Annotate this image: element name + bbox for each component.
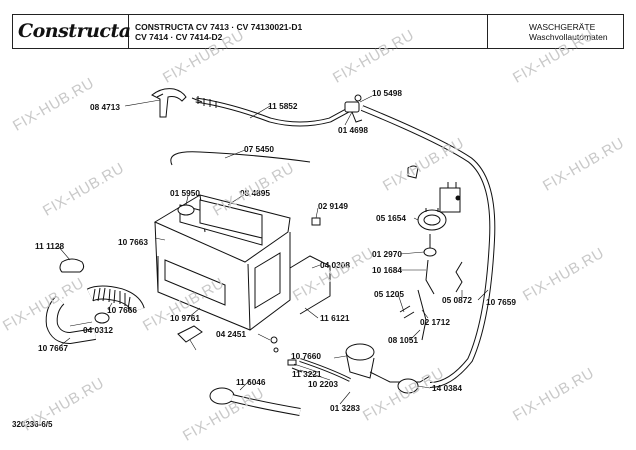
- hose-bracket: [151, 88, 187, 118]
- clip-screws: [399, 305, 415, 319]
- part-label-140384: 14 0384: [432, 383, 462, 393]
- model-line-2: CV 7414 · CV 7414-D2: [135, 32, 223, 42]
- part-label-102203: 10 2203: [308, 379, 338, 389]
- part-label-115852: 11 5852: [268, 101, 298, 111]
- vent-tube: [417, 289, 427, 341]
- part-label-105498: 10 5498: [372, 88, 402, 98]
- part-label-107659: 10 7659: [486, 297, 516, 307]
- part-label-013283: 01 3283: [330, 403, 360, 413]
- header-bottom-rule: [12, 48, 624, 49]
- part-label-015950: 01 5950: [170, 188, 200, 198]
- elbow-hose: [45, 295, 96, 345]
- clamp-ring: [94, 312, 110, 324]
- category: WASCHGERÄTE: [529, 22, 596, 32]
- part-label-109761: 10 9761: [170, 313, 200, 323]
- hose-clip: [407, 165, 419, 179]
- part-label-116121: 11 6121: [320, 313, 350, 323]
- part-label-042451: 04 2451: [216, 329, 246, 339]
- inlet-hose: [191, 96, 354, 127]
- part-label-021712: 02 1712: [420, 317, 450, 327]
- part-label-040308: 04 0308: [320, 260, 350, 270]
- header-top-rule: [12, 14, 624, 15]
- screw: [270, 336, 279, 353]
- part-label-075450: 07 5450: [244, 144, 274, 154]
- part-label-107660: 10 7660: [291, 351, 321, 361]
- drain-sump: [345, 343, 431, 394]
- part-label-012970: 01 2970: [372, 249, 402, 259]
- part-label-084713: 08 4713: [90, 102, 120, 112]
- small-clip: [311, 217, 321, 226]
- pressure-tube: [425, 259, 435, 295]
- part-label-101684: 10 1684: [372, 265, 402, 275]
- part-label-051654: 05 1654: [376, 213, 406, 223]
- subcategory: Waschvollautomaten: [529, 32, 608, 42]
- part-label-107666: 10 7666: [107, 305, 137, 315]
- switch-bracket: [439, 182, 461, 213]
- part-label-050872: 05 0872: [442, 295, 472, 305]
- grommet: [291, 367, 303, 373]
- pressure-switch: [417, 208, 447, 231]
- drawer-handle-fitting: [177, 325, 203, 343]
- header-divider-1: [128, 14, 129, 48]
- part-label-084895: 08 4895: [240, 188, 270, 198]
- hose-clamp: [59, 258, 85, 273]
- drawing-code: 320236-6/5: [12, 420, 53, 429]
- hose-clip-small: [287, 359, 297, 366]
- bellows-hose: [86, 285, 145, 313]
- seal-ring: [177, 204, 195, 216]
- part-label-029149: 02 9149: [318, 201, 348, 211]
- part-label-107663: 10 7663: [118, 237, 148, 247]
- drawer-lid: [199, 199, 263, 239]
- part-label-113221: 11 3221: [292, 369, 322, 379]
- header-divider-2: [487, 14, 488, 48]
- part-label-051205: 05 1205: [374, 289, 404, 299]
- washer-ring: [423, 234, 437, 257]
- part-label-014698: 01 4698: [338, 125, 368, 135]
- part-label-116046: 11 6046: [236, 377, 266, 387]
- part-label-107667: 10 7667: [38, 343, 68, 353]
- part-label-040312: 04 0312: [83, 325, 113, 335]
- brand-logo: Constructa: [18, 20, 131, 42]
- hose-holder: [455, 261, 463, 293]
- header-left-border: [12, 14, 13, 48]
- model-line-1: CONSTRUCTA CV 7413 · CV 74130021-D1: [135, 22, 303, 32]
- leader-lines: [57, 95, 489, 405]
- long-hose: [360, 105, 496, 388]
- part-label-111128: 11 1128: [35, 241, 65, 251]
- outlet-hose: [209, 387, 301, 416]
- part-label-081051: 08 1051: [388, 335, 418, 345]
- header-right-border: [623, 14, 624, 48]
- header: Constructa CONSTRUCTA CV 7413 · CV 74130…: [0, 0, 636, 50]
- connection-wire: [170, 151, 311, 166]
- hose-connector: [344, 94, 363, 123]
